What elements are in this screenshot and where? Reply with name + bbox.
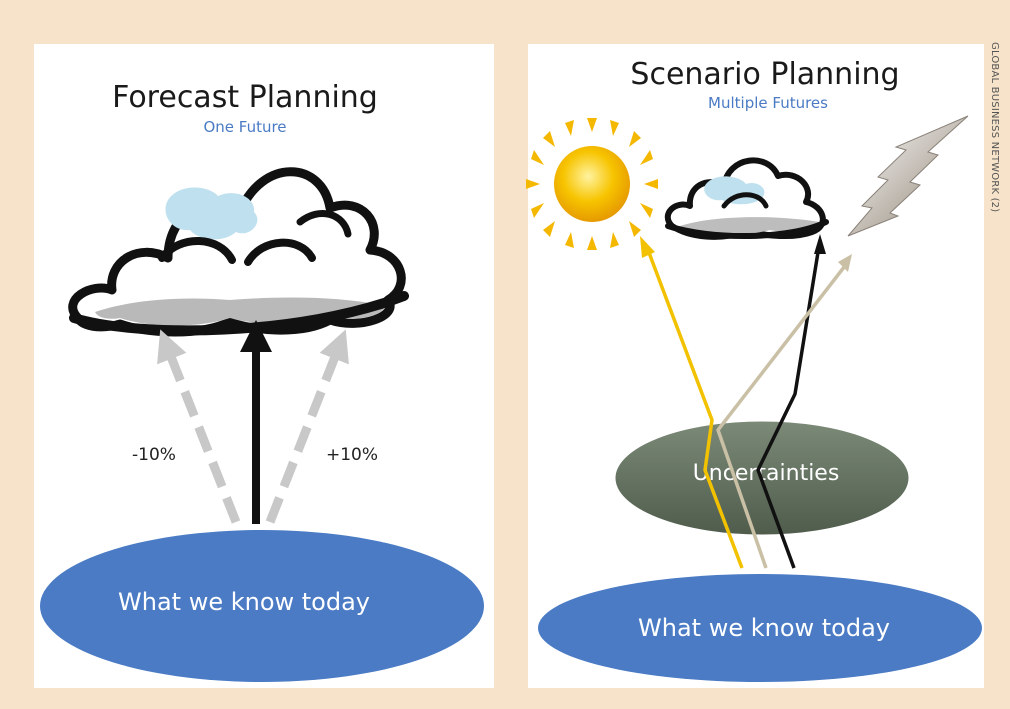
cloud-arrowhead <box>814 234 826 254</box>
lightning-icon <box>847 115 969 237</box>
sun-arrow <box>646 249 744 569</box>
scenario-base-ellipse <box>538 574 982 682</box>
forecast-subtitle: One Future <box>203 118 286 136</box>
forecast-title: Forecast Planning <box>112 80 378 115</box>
forecast-base-ellipse <box>40 530 484 682</box>
sun-icon <box>526 118 658 250</box>
lightning-arrowhead <box>838 254 852 272</box>
minus-ten-label: -10% <box>132 445 176 465</box>
minus-ten-arrow <box>157 329 241 524</box>
sun-arrowhead <box>640 236 655 258</box>
cloud-icon <box>68 167 409 337</box>
source-credit: GLOBAL BUSINESS NETWORK (2) <box>989 42 1000 213</box>
plus-ten-arrow <box>265 329 349 524</box>
forecast-base-label: What we know today <box>118 588 370 616</box>
uncertainties-label: Uncertainties <box>693 461 840 486</box>
scenario-title: Scenario Planning <box>630 57 899 92</box>
scenario-subtitle: Multiple Futures <box>708 94 828 112</box>
cloud-icon <box>664 157 829 240</box>
lightning-arrow <box>716 260 850 569</box>
plus-ten-label: +10% <box>326 445 378 465</box>
scenario-base-label: What we know today <box>638 614 890 642</box>
